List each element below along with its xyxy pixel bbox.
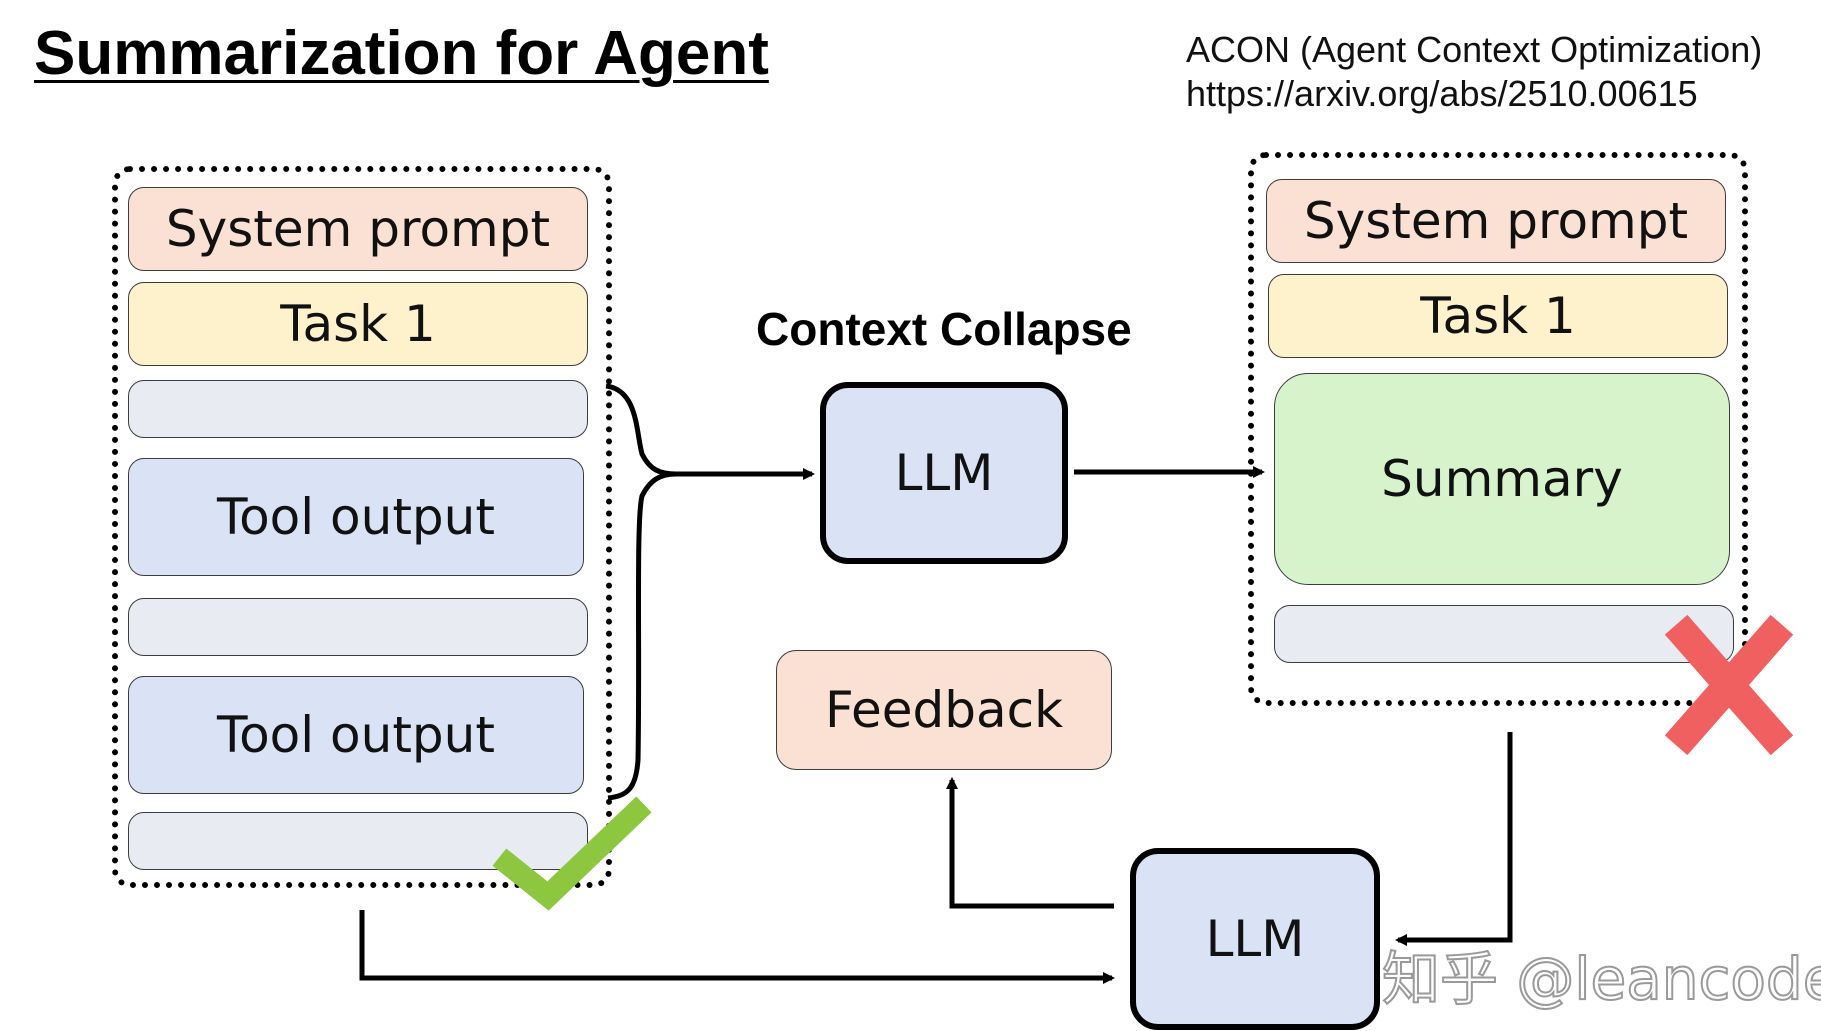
left-tool-output-block-2: Tool output xyxy=(128,676,584,794)
left-empty-block-1 xyxy=(128,380,588,438)
page-title: Summarization for Agent xyxy=(34,19,769,88)
check-mark-icon xyxy=(492,796,652,911)
context-collapse-label: Context Collapse xyxy=(756,303,1132,355)
center-llm-box: LLM xyxy=(820,382,1068,564)
left-empty-block-2 xyxy=(128,598,588,656)
right-empty-block xyxy=(1274,605,1734,663)
right-summary-block: Summary xyxy=(1274,373,1730,585)
reference-citation: ACON (Agent Context Optimization) https:… xyxy=(1186,28,1762,116)
bottom-llm-box: LLM xyxy=(1130,848,1380,1030)
right-context-window xyxy=(1248,152,1748,706)
right-system-prompt-block: System prompt xyxy=(1266,179,1726,263)
left-task-block: Task 1 xyxy=(128,282,588,366)
reference-name: ACON (Agent Context Optimization) xyxy=(1186,29,1763,70)
reference-url[interactable]: https://arxiv.org/abs/2510.00615 xyxy=(1186,73,1698,114)
left-tool-output-block-1: Tool output xyxy=(128,458,584,576)
right-task-block: Task 1 xyxy=(1268,274,1728,358)
arrow-right-to-bottom-llm xyxy=(1395,732,1513,946)
watermark: 知乎 @leancode xyxy=(1381,944,1821,1014)
feedback-block: Feedback xyxy=(776,650,1112,770)
left-context-window xyxy=(112,166,612,888)
left-context-brace xyxy=(605,383,677,801)
arrow-left-to-bottom-llm xyxy=(359,910,1115,984)
cross-mark-icon xyxy=(1664,614,1794,756)
arrow-bottom-llm-to-feedback xyxy=(946,777,1114,909)
left-system-prompt-block: System prompt xyxy=(128,187,588,271)
